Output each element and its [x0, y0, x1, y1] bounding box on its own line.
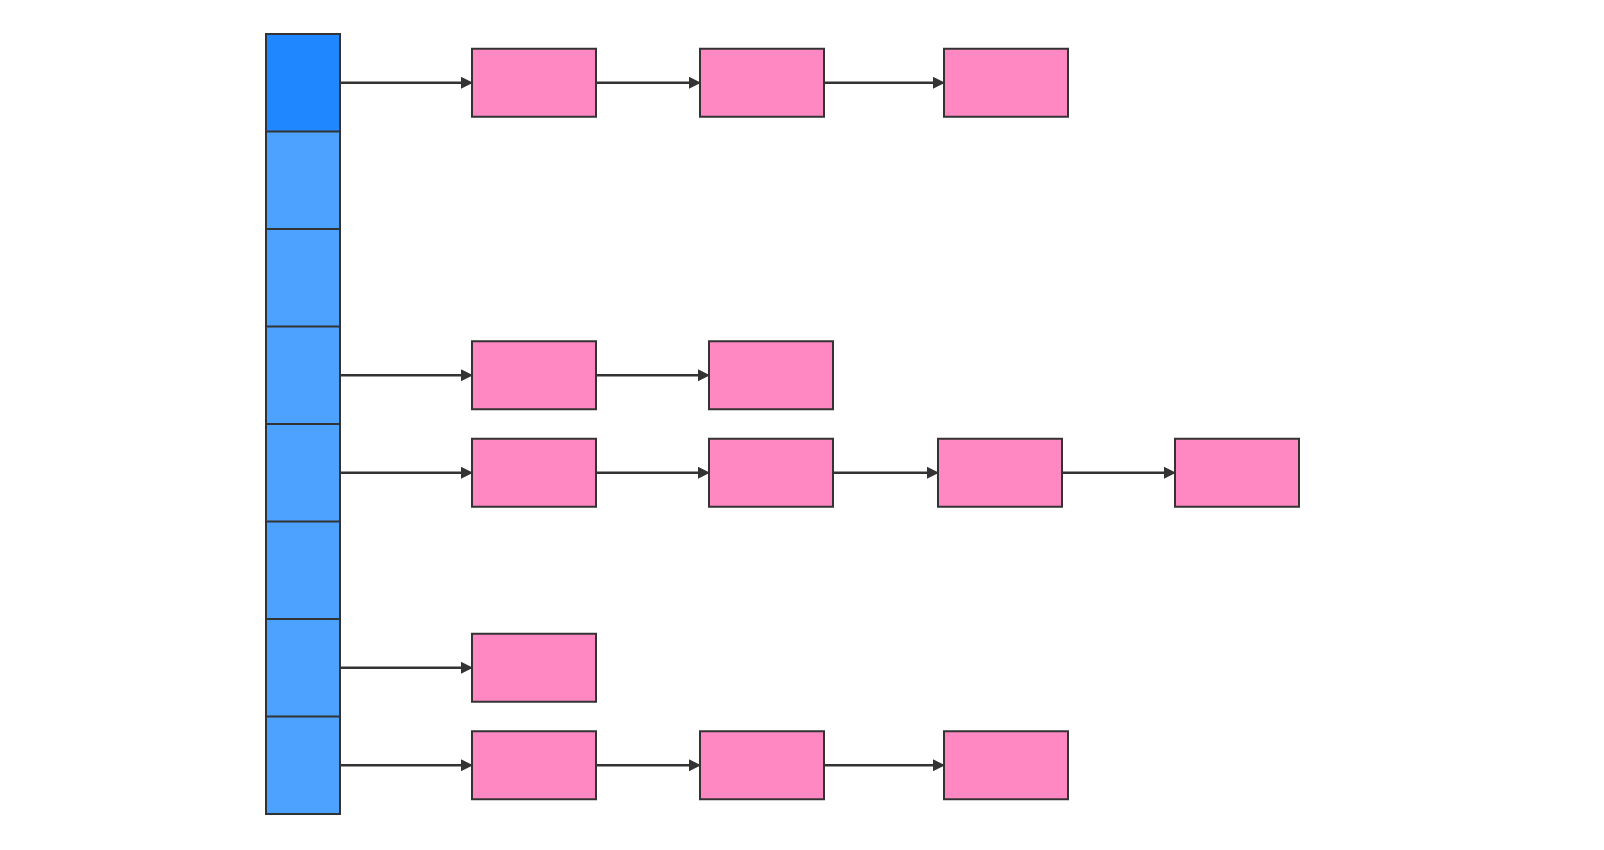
chain-node-4-1 [708, 437, 834, 508]
chain-node-4-0 [471, 437, 597, 508]
chain-node-3-1 [708, 340, 834, 411]
chains [340, 47, 1300, 801]
chain-node-0-0 [471, 47, 597, 118]
bucket-4 [265, 423, 341, 523]
chain-node-7-0 [471, 730, 597, 801]
chain-bucket-6 [340, 632, 597, 703]
bucket-array [265, 33, 341, 815]
bucket-6 [265, 618, 341, 718]
chain-node-4-3 [1174, 437, 1300, 508]
chain-bucket-4 [340, 437, 1300, 508]
chain-node-6-0 [471, 632, 597, 703]
chain-node-0-2 [943, 47, 1069, 118]
bucket-3 [265, 325, 341, 425]
bucket-1 [265, 130, 341, 230]
bucket-7 [265, 715, 341, 815]
chain-bucket-7 [340, 730, 1069, 801]
chain-bucket-0 [340, 47, 1069, 118]
chain-node-7-2 [943, 730, 1069, 801]
chain-node-3-0 [471, 340, 597, 411]
chain-node-0-1 [699, 47, 825, 118]
bucket-2 [265, 228, 341, 328]
bucket-0 [265, 33, 341, 133]
chain-bucket-3 [340, 340, 834, 411]
bucket-5 [265, 520, 341, 620]
chain-node-4-2 [937, 437, 1063, 508]
chain-node-7-1 [699, 730, 825, 801]
